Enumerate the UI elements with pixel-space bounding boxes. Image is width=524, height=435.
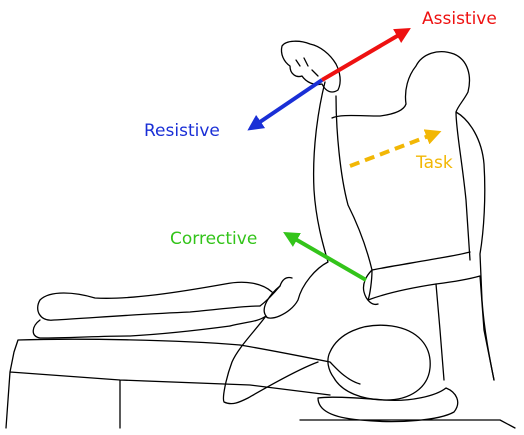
corrective-arrow — [290, 236, 366, 280]
assistive-arrow — [322, 32, 404, 80]
corrective-label: Corrective — [170, 229, 257, 249]
task-label: Task — [415, 153, 453, 173]
patient-pillow — [300, 388, 515, 428]
patient-torso — [230, 286, 360, 384]
therapist-upper-hand — [281, 41, 340, 92]
resistive-arrow — [254, 80, 322, 126]
patient-head — [328, 325, 430, 400]
assistive-label: Assistive — [422, 9, 497, 29]
resistive-label: Resistive — [144, 121, 220, 141]
therapist-body — [332, 52, 494, 380]
patient-legs — [33, 282, 272, 338]
therapist-lower-arm — [363, 252, 480, 304]
